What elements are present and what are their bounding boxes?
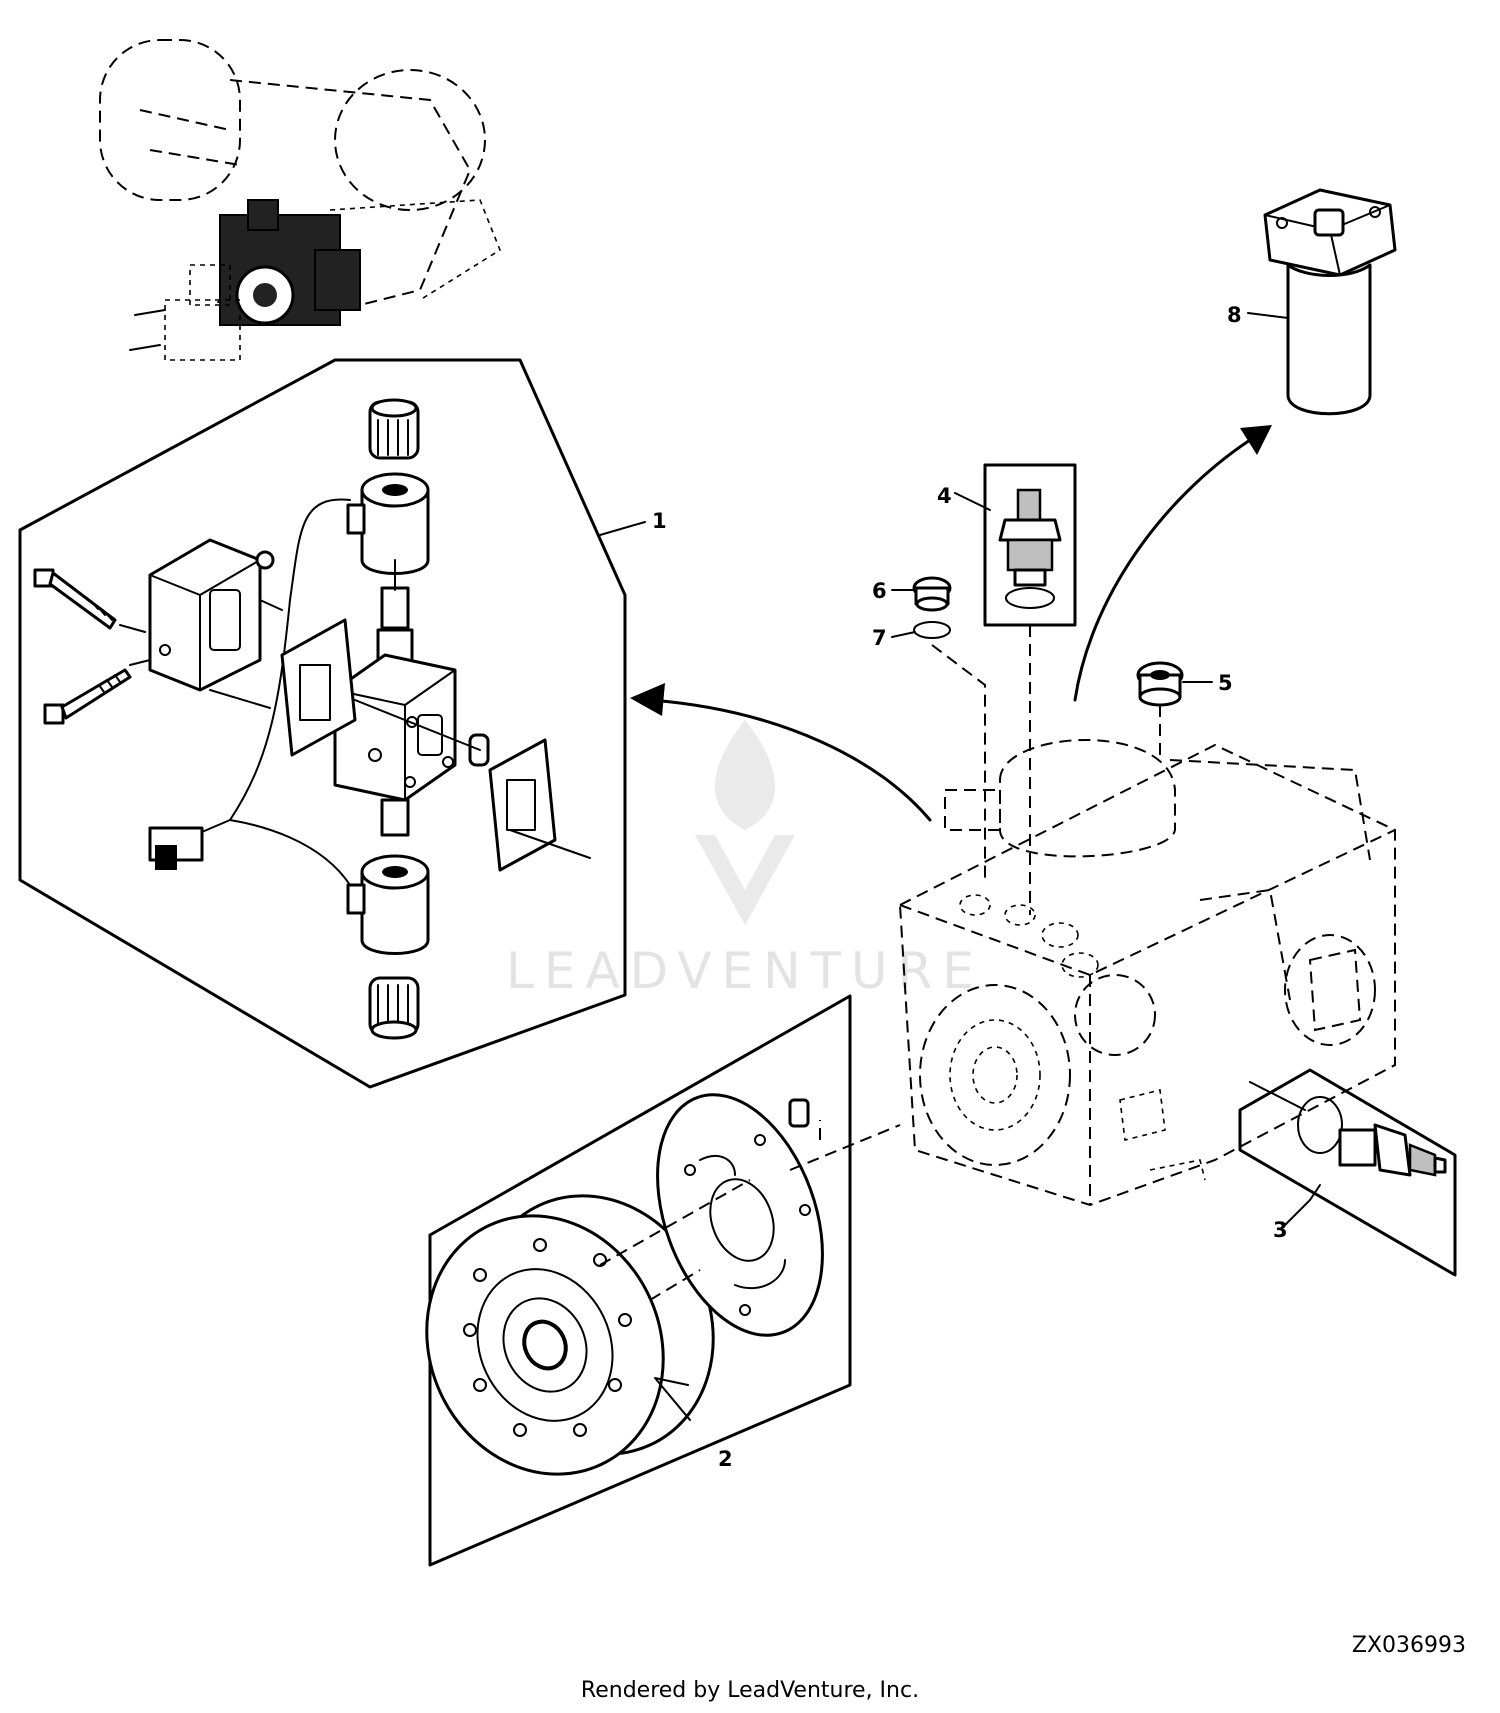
leader-7 <box>891 631 916 638</box>
sensor-o-ring <box>1297 1096 1343 1154</box>
arrow-to-filter <box>1073 438 1252 702</box>
hydrostatic-pump-housing <box>898 739 1396 1207</box>
leader-1 <box>599 521 646 536</box>
callout-2: 2 <box>718 1447 733 1471</box>
gasket-right <box>488 738 557 872</box>
callout-5: 5 <box>1218 671 1233 695</box>
coupler-disc <box>425 1194 715 1476</box>
mounting-bolt-lower <box>43 668 132 725</box>
mounting-bolt-upper <box>33 568 117 630</box>
callout-8: 8 <box>1227 303 1242 327</box>
check-valve <box>998 488 1062 609</box>
solenoid-valve-kit-frame <box>18 358 627 1089</box>
callout-6: 6 <box>872 579 887 603</box>
callout-4: 4 <box>937 484 952 508</box>
watermark-text: LEADVENTURE <box>506 942 984 1000</box>
valve-body-block <box>333 653 457 802</box>
solenoid-bottom-coil <box>346 798 430 955</box>
alignment-lines-group1 <box>119 599 591 859</box>
watermark-logo <box>695 720 795 925</box>
callout-1: 1 <box>652 509 667 533</box>
callout-3: 3 <box>1273 1218 1288 1242</box>
alignment-lines-group2 <box>599 1120 901 1301</box>
gasket-left <box>280 618 357 757</box>
small-o-ring <box>255 550 275 570</box>
rendered-by-credit: Rendered by LeadVenture, Inc. <box>581 1678 919 1703</box>
plug-6 <box>912 576 952 612</box>
arrow-head-filter <box>1240 425 1272 455</box>
coupler-pin <box>788 1098 810 1128</box>
tractor-overview-icon <box>99 39 501 361</box>
pressure-sensor-frame <box>1238 1068 1457 1277</box>
leader-4 <box>954 492 991 511</box>
pressure-sensor-group <box>1238 1068 1457 1277</box>
charge-pump-group <box>425 994 901 1567</box>
leader-2 <box>654 1377 691 1421</box>
pressure-sensor <box>1338 1123 1447 1177</box>
filter-cartridge <box>1263 188 1397 416</box>
leader-3 <box>1284 1184 1321 1226</box>
leader-8 <box>1247 312 1289 319</box>
gerotor-plate <box>656 1093 824 1337</box>
arrow-head-valve-kit <box>630 683 665 716</box>
valve-cover-plate <box>148 538 262 692</box>
solenoid-valve-kit-group <box>18 358 627 1089</box>
plug-5 <box>1136 661 1184 760</box>
charge-pump-frame <box>428 994 852 1567</box>
harness-connector <box>148 826 204 870</box>
solenoid-bottom-nut <box>368 976 420 1040</box>
solenoid-top-nut <box>368 398 420 460</box>
callout-7: 7 <box>872 626 887 650</box>
check-valve-group <box>983 463 1077 915</box>
solenoid-wire-harness <box>194 498 351 886</box>
o-ring-7 <box>913 621 951 639</box>
arrow-to-valve-kit <box>648 698 932 822</box>
figure-code: ZX036993 <box>1352 1633 1466 1658</box>
solenoid-top-coil <box>346 472 430 575</box>
